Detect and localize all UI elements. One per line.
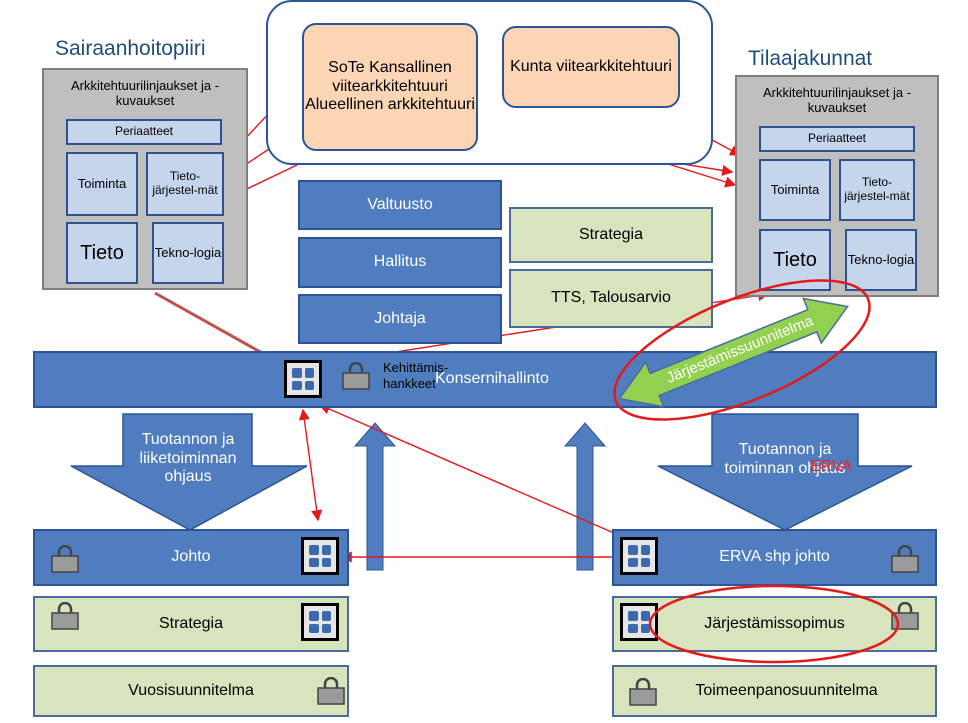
erva-highlight: ERVA [809, 458, 853, 476]
tietojarjestelmat-box[interactable]: Tieto-järjestel-mät [839, 159, 915, 221]
teknologia-box[interactable]: Tekno-logia [152, 222, 224, 284]
modules-icon[interactable] [301, 603, 339, 641]
hallitus-box[interactable]: Hallitus [298, 237, 502, 288]
highlight-ellipse-bottom [648, 584, 900, 664]
modules-icon[interactable] [284, 360, 322, 398]
lock-icon [51, 602, 79, 630]
lock-icon [342, 362, 370, 390]
johto-row[interactable]: Johto [33, 529, 349, 586]
modules-icon[interactable] [620, 603, 658, 641]
principles-box[interactable]: Periaatteet [759, 126, 915, 152]
panel-heading: Arkkitehtuurilinjaukset ja -kuvaukset [762, 85, 912, 115]
strategia-row[interactable]: Strategia [33, 596, 349, 652]
alueellinen-label: Alueellinen arkkitehtuuri [305, 96, 475, 114]
lock-icon [891, 545, 919, 573]
kunta-reference-box[interactable]: Kunta viitearkkitehtuuri [502, 26, 680, 108]
left-title: Sairaanhoitopiiri [55, 37, 206, 60]
tietojarjestelmat-box[interactable]: Tieto-järjestel-mät [146, 152, 224, 216]
vuosisuunnitelma-row[interactable]: Vuosisuunnitelma [33, 665, 349, 717]
konsernihallinto-bar[interactable]: Konsernihallinto [33, 351, 937, 408]
toiminta-box[interactable]: Toiminta [759, 159, 831, 221]
tieto-box[interactable]: Tieto [66, 222, 138, 284]
right-title: Tilaajakunnat [748, 47, 873, 70]
right-down-arrow-text: Tuotannon ja toiminnan ohjaus [724, 441, 846, 477]
lock-icon [629, 678, 657, 706]
down-arrow-right [657, 413, 913, 531]
arrow-kehittamis-johto [298, 408, 323, 522]
valtuusto-box[interactable]: Valtuusto [298, 180, 502, 230]
lock-icon [51, 545, 79, 573]
kehittamishankkeet-label: Kehittämis-hankkeet [383, 360, 449, 392]
reference-architecture-container: SoTe Kansallinen viitearkkitehtuuri Alue… [266, 0, 713, 165]
left-down-arrow-label: Tuotannon ja liiketoiminnan ohjaus [139, 431, 237, 486]
johtaja-box[interactable]: Johtaja [298, 294, 502, 344]
right-architecture-panel: Arkkitehtuurilinjaukset ja -kuvaukset Pe… [735, 75, 939, 297]
modules-icon[interactable] [620, 537, 658, 575]
sote-label: SoTe Kansallinen viitearkkitehtuuri [328, 59, 452, 95]
sote-reference-box[interactable]: SoTe Kansallinen viitearkkitehtuuri Alue… [302, 23, 478, 151]
highlight-ellipse-top [613, 279, 871, 421]
panel-heading: Arkkitehtuurilinjaukset ja -kuvaukset [70, 78, 220, 108]
modules-icon[interactable] [301, 537, 339, 575]
tts-talousarvio-box[interactable]: TTS, Talousarvio [509, 269, 713, 328]
principles-box[interactable]: Periaatteet [66, 119, 222, 145]
teknologia-box[interactable]: Tekno-logia [845, 229, 917, 291]
lock-icon [891, 602, 919, 630]
left-architecture-panel: Arkkitehtuurilinjaukset ja -kuvaukset Pe… [42, 68, 248, 290]
arrow-kehittamis-erva [318, 403, 632, 542]
toiminta-box[interactable]: Toiminta [66, 152, 138, 216]
right-down-arrow-label: Tuotannon ja toiminnan ohjaus ERVA [712, 424, 858, 494]
lock-icon [317, 677, 345, 705]
down-arrow-left [70, 413, 308, 531]
strategia-box[interactable]: Strategia [509, 207, 713, 263]
konsernihallinto-label: Konsernihallinto [435, 370, 549, 388]
toimeenpanosuunnitelma-row[interactable]: Toimeenpanosuunnitelma [612, 665, 937, 717]
